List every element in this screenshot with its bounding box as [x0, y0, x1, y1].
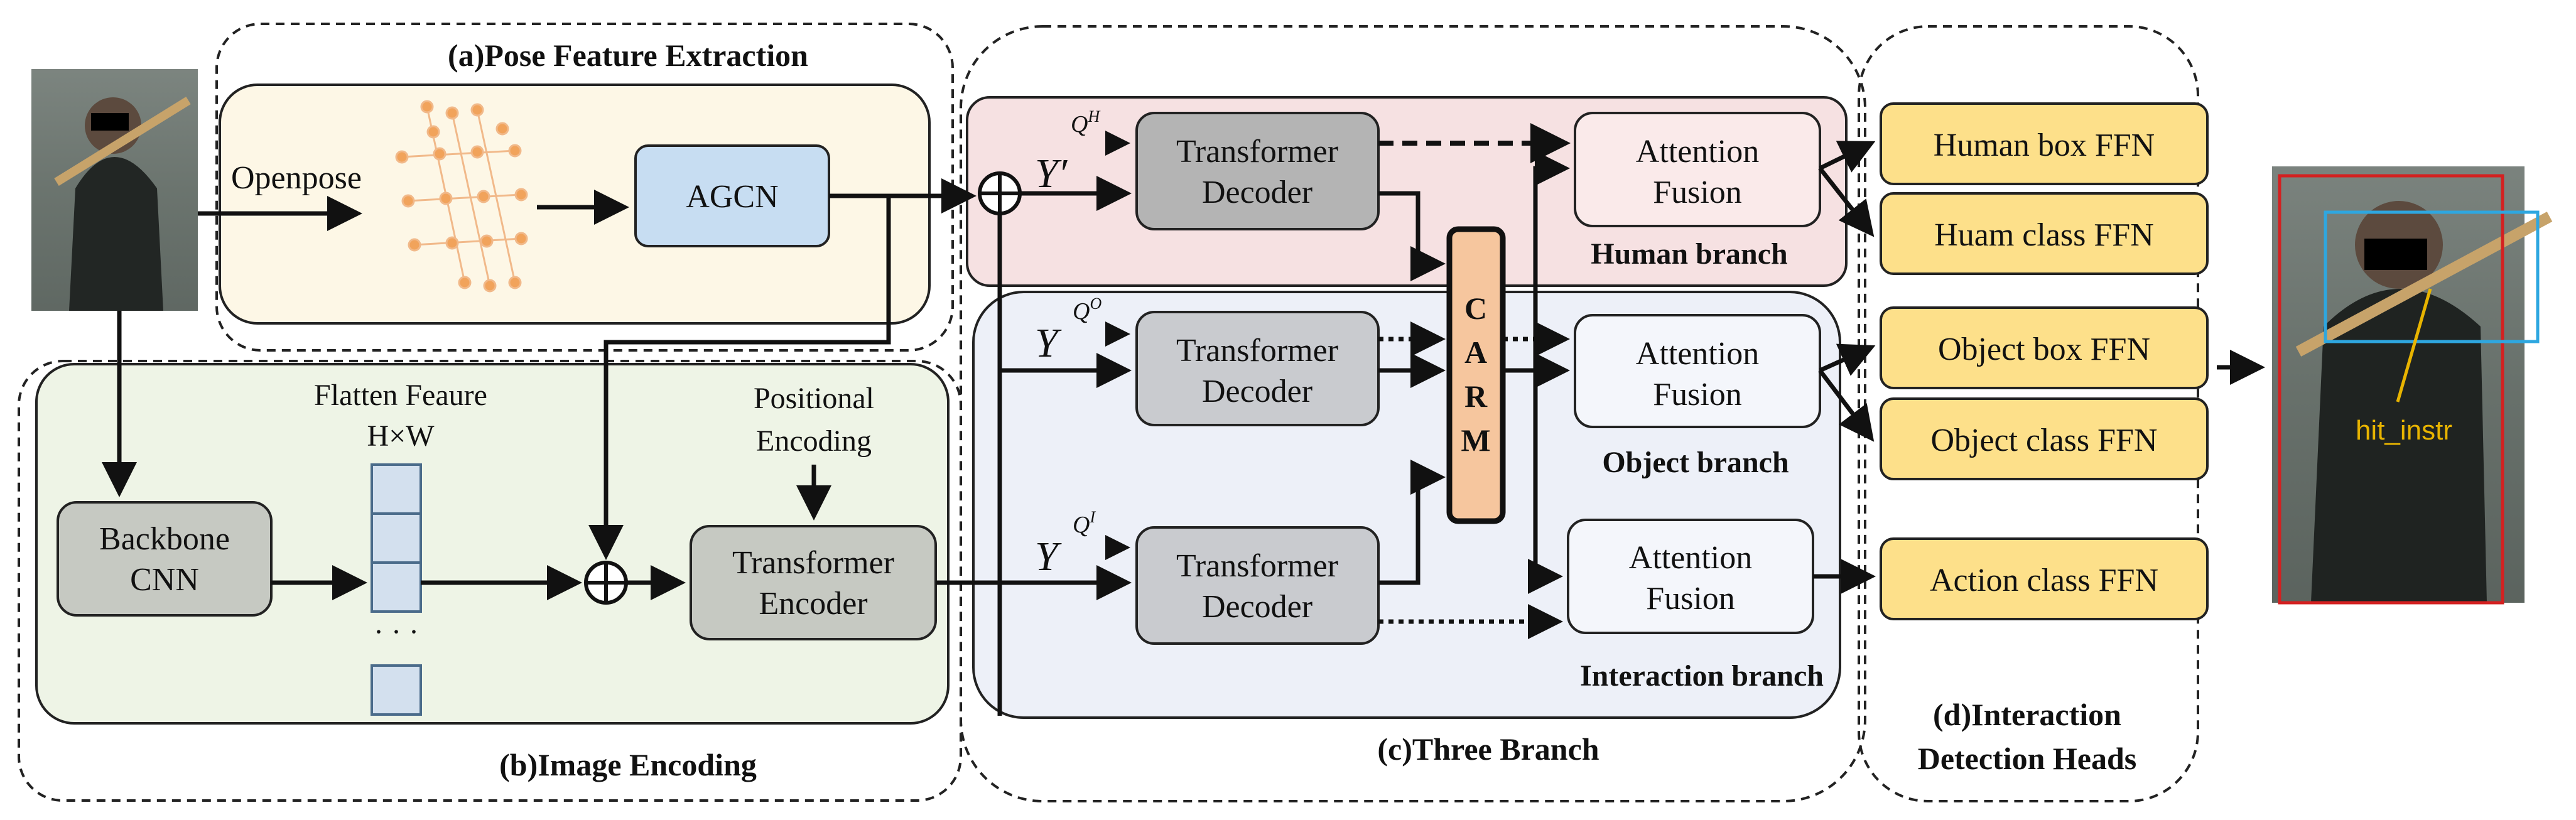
agcn-label: AGCN	[686, 179, 778, 215]
y-interaction-label: Y	[1035, 534, 1062, 580]
qh-label: QH	[1071, 107, 1100, 138]
carm-box	[1446, 226, 1506, 524]
human-decoder-box	[1135, 112, 1380, 230]
object-box-ffn: Object box FFN	[1938, 332, 2150, 367]
object-class-ffn: Object class FFN	[1930, 423, 2157, 458]
human-decoder-line1: Transformer	[1176, 134, 1338, 170]
object-branch-label: Object branch	[1602, 446, 1789, 479]
connectors	[102, 131, 2265, 716]
carm-letter-r: R	[1464, 379, 1488, 414]
backbone-cnn-box	[57, 501, 273, 617]
pose-section-title: (a)Pose Feature Extraction	[448, 38, 808, 73]
output-image: hit_instr	[2272, 166, 2553, 605]
flatten-feature-cells	[371, 463, 422, 716]
y-object-label: Y	[1035, 320, 1062, 366]
backbone-label-line1: Backbone	[99, 521, 230, 557]
image-section-title: (b)Image Encoding	[499, 747, 757, 782]
interaction-decoder-box	[1135, 526, 1380, 645]
interaction-label: hit_instr	[2356, 415, 2452, 446]
object-decoder-line2: Decoder	[1202, 374, 1312, 409]
human-fusion-line2: Fusion	[1653, 175, 1742, 210]
head-boxes	[1880, 102, 2209, 620]
object-fusion-line1: Attention	[1636, 336, 1759, 372]
object-decoder-line1: Transformer	[1176, 333, 1338, 369]
encoder-label-line1: Transformer	[732, 545, 894, 581]
human-class-ffn: Huam class FFN	[1934, 217, 2154, 253]
encoder-label-line2: Encoder	[759, 586, 867, 622]
qi-label: QI	[1073, 508, 1096, 538]
transformer-encoder-box	[690, 525, 937, 640]
carm-letter-a: A	[1464, 335, 1487, 370]
human-detection-box	[2278, 174, 2504, 605]
openpose-label: Openpose	[231, 160, 362, 196]
pose-sum-node	[978, 171, 1022, 215]
qo-label: QO	[1073, 294, 1101, 325]
branch-section-frame	[960, 25, 1866, 802]
human-decoder-line2: Decoder	[1202, 175, 1312, 210]
carm-letter-m: M	[1461, 423, 1490, 458]
interaction-fusion-line1: Attention	[1629, 540, 1752, 576]
object-detection-box	[2324, 210, 2540, 343]
positional-label-line1: Positional	[754, 382, 874, 415]
heads-section-title-line2: Detection Heads	[1918, 741, 2137, 776]
carm-letter-c: C	[1464, 291, 1487, 326]
encoder-sum-node	[584, 561, 628, 605]
heads-section-title-line1: (d)Interaction	[1933, 697, 2121, 732]
human-box-ffn: Human box FFN	[1934, 127, 2155, 163]
action-class-ffn: Action class FFN	[1930, 563, 2158, 598]
object-fusion-line2: Fusion	[1653, 377, 1742, 413]
interaction-branch-label: Interaction branch	[1580, 659, 1824, 693]
interaction-decoder-line1: Transformer	[1176, 548, 1338, 584]
dashed-connectors	[1378, 123, 1571, 639]
y-prime-label: Y′	[1035, 151, 1068, 197]
backbone-label-line2: CNN	[130, 562, 199, 598]
flatten-label-line2: H×W	[367, 419, 435, 453]
human-fusion-line1: Attention	[1636, 134, 1759, 170]
skeleton-graph	[395, 100, 528, 293]
interaction-fusion-line2: Fusion	[1646, 581, 1735, 617]
positional-label-line2: Encoding	[756, 424, 872, 458]
human-branch-label: Human branch	[1591, 237, 1787, 271]
flatten-label-line1: Flatten Feaure	[314, 379, 487, 412]
image-section-frame	[18, 360, 962, 802]
interaction-line	[2396, 288, 2432, 402]
branch-section-title: (c)Three Branch	[1377, 731, 1599, 767]
input-image	[31, 69, 198, 311]
flatten-ellipsis: · · ·	[374, 615, 419, 649]
interaction-decoder-line2: Decoder	[1202, 589, 1312, 625]
